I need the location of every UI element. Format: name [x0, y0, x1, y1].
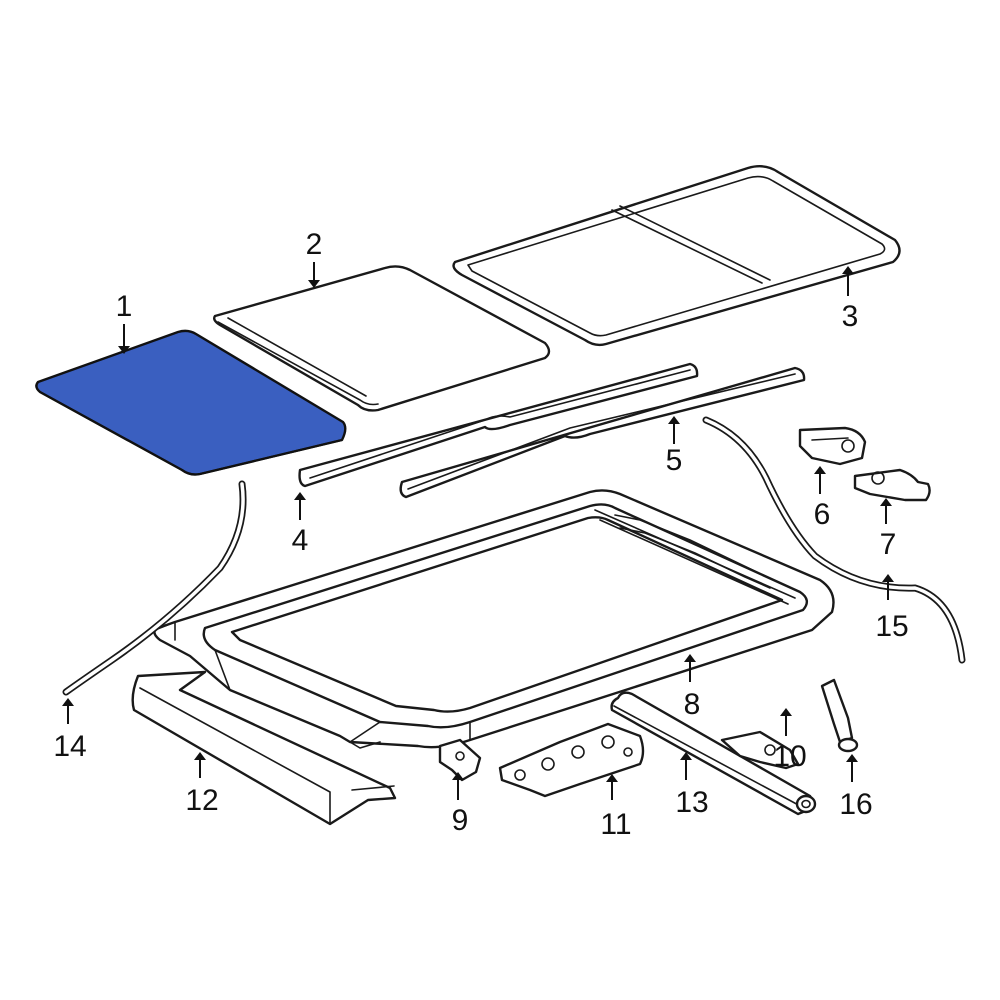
arrowhead-1 — [118, 346, 130, 354]
arrowhead-15 — [882, 574, 894, 582]
part-sunroof-frame[interactable] — [149, 489, 835, 749]
callout-6[interactable]: 6 — [814, 498, 831, 531]
arrowhead-9 — [452, 772, 464, 780]
arrowhead-12 — [194, 752, 206, 760]
arrowhead-2 — [308, 280, 320, 288]
part-roller-shade[interactable] — [610, 691, 817, 816]
arrowhead-16 — [846, 754, 858, 762]
callout-13[interactable]: 13 — [675, 786, 708, 819]
callout-9[interactable]: 9 — [452, 804, 469, 837]
arrowhead-14 — [62, 698, 74, 706]
callout-7[interactable]: 7 — [880, 528, 897, 561]
part-deflector[interactable] — [298, 362, 699, 488]
callout-labels: 1 2 3 4 5 6 7 8 9 10 11 12 13 14 15 16 — [53, 228, 908, 841]
part-frame-seal[interactable] — [452, 165, 901, 347]
arrowhead-10 — [780, 708, 792, 716]
part-sunshade-panel[interactable] — [212, 265, 551, 412]
arrowhead-8 — [684, 654, 696, 662]
callout-8[interactable]: 8 — [684, 688, 701, 721]
callout-5[interactable]: 5 — [666, 444, 683, 477]
callout-1[interactable]: 1 — [116, 290, 133, 323]
part-glass-panel[interactable] — [35, 329, 347, 476]
callout-16[interactable]: 16 — [839, 788, 872, 821]
part-connector[interactable] — [820, 678, 859, 753]
callout-10[interactable]: 10 — [773, 740, 806, 773]
arrowhead-11 — [606, 774, 618, 782]
arrowhead-3 — [842, 266, 854, 274]
callout-2[interactable]: 2 — [306, 228, 323, 261]
callout-15[interactable]: 15 — [875, 610, 908, 643]
part-motor-bracket[interactable] — [853, 468, 931, 502]
part-drain-hose-left[interactable] — [62, 480, 247, 696]
arrowhead-6 — [814, 466, 826, 474]
callout-11[interactable]: 11 — [600, 808, 631, 841]
arrowhead-7 — [880, 498, 892, 506]
part-bracket-10[interactable] — [720, 730, 800, 770]
part-wind-deflector-panel[interactable] — [131, 670, 397, 826]
callout-4[interactable]: 4 — [292, 524, 309, 557]
leader-lines — [62, 262, 894, 800]
part-motor[interactable] — [798, 426, 867, 466]
callout-3[interactable]: 3 — [842, 300, 859, 333]
part-reinforcement[interactable] — [498, 722, 645, 798]
part-drain-hose-right[interactable] — [702, 416, 966, 664]
arrowhead-5 — [668, 416, 680, 424]
arrowhead-4 — [294, 492, 306, 500]
callout-12[interactable]: 12 — [185, 784, 218, 817]
part-bracket-9[interactable] — [438, 738, 482, 782]
part-rail-trim[interactable] — [399, 366, 806, 499]
callout-14[interactable]: 14 — [53, 730, 86, 763]
arrowhead-13 — [680, 752, 692, 760]
